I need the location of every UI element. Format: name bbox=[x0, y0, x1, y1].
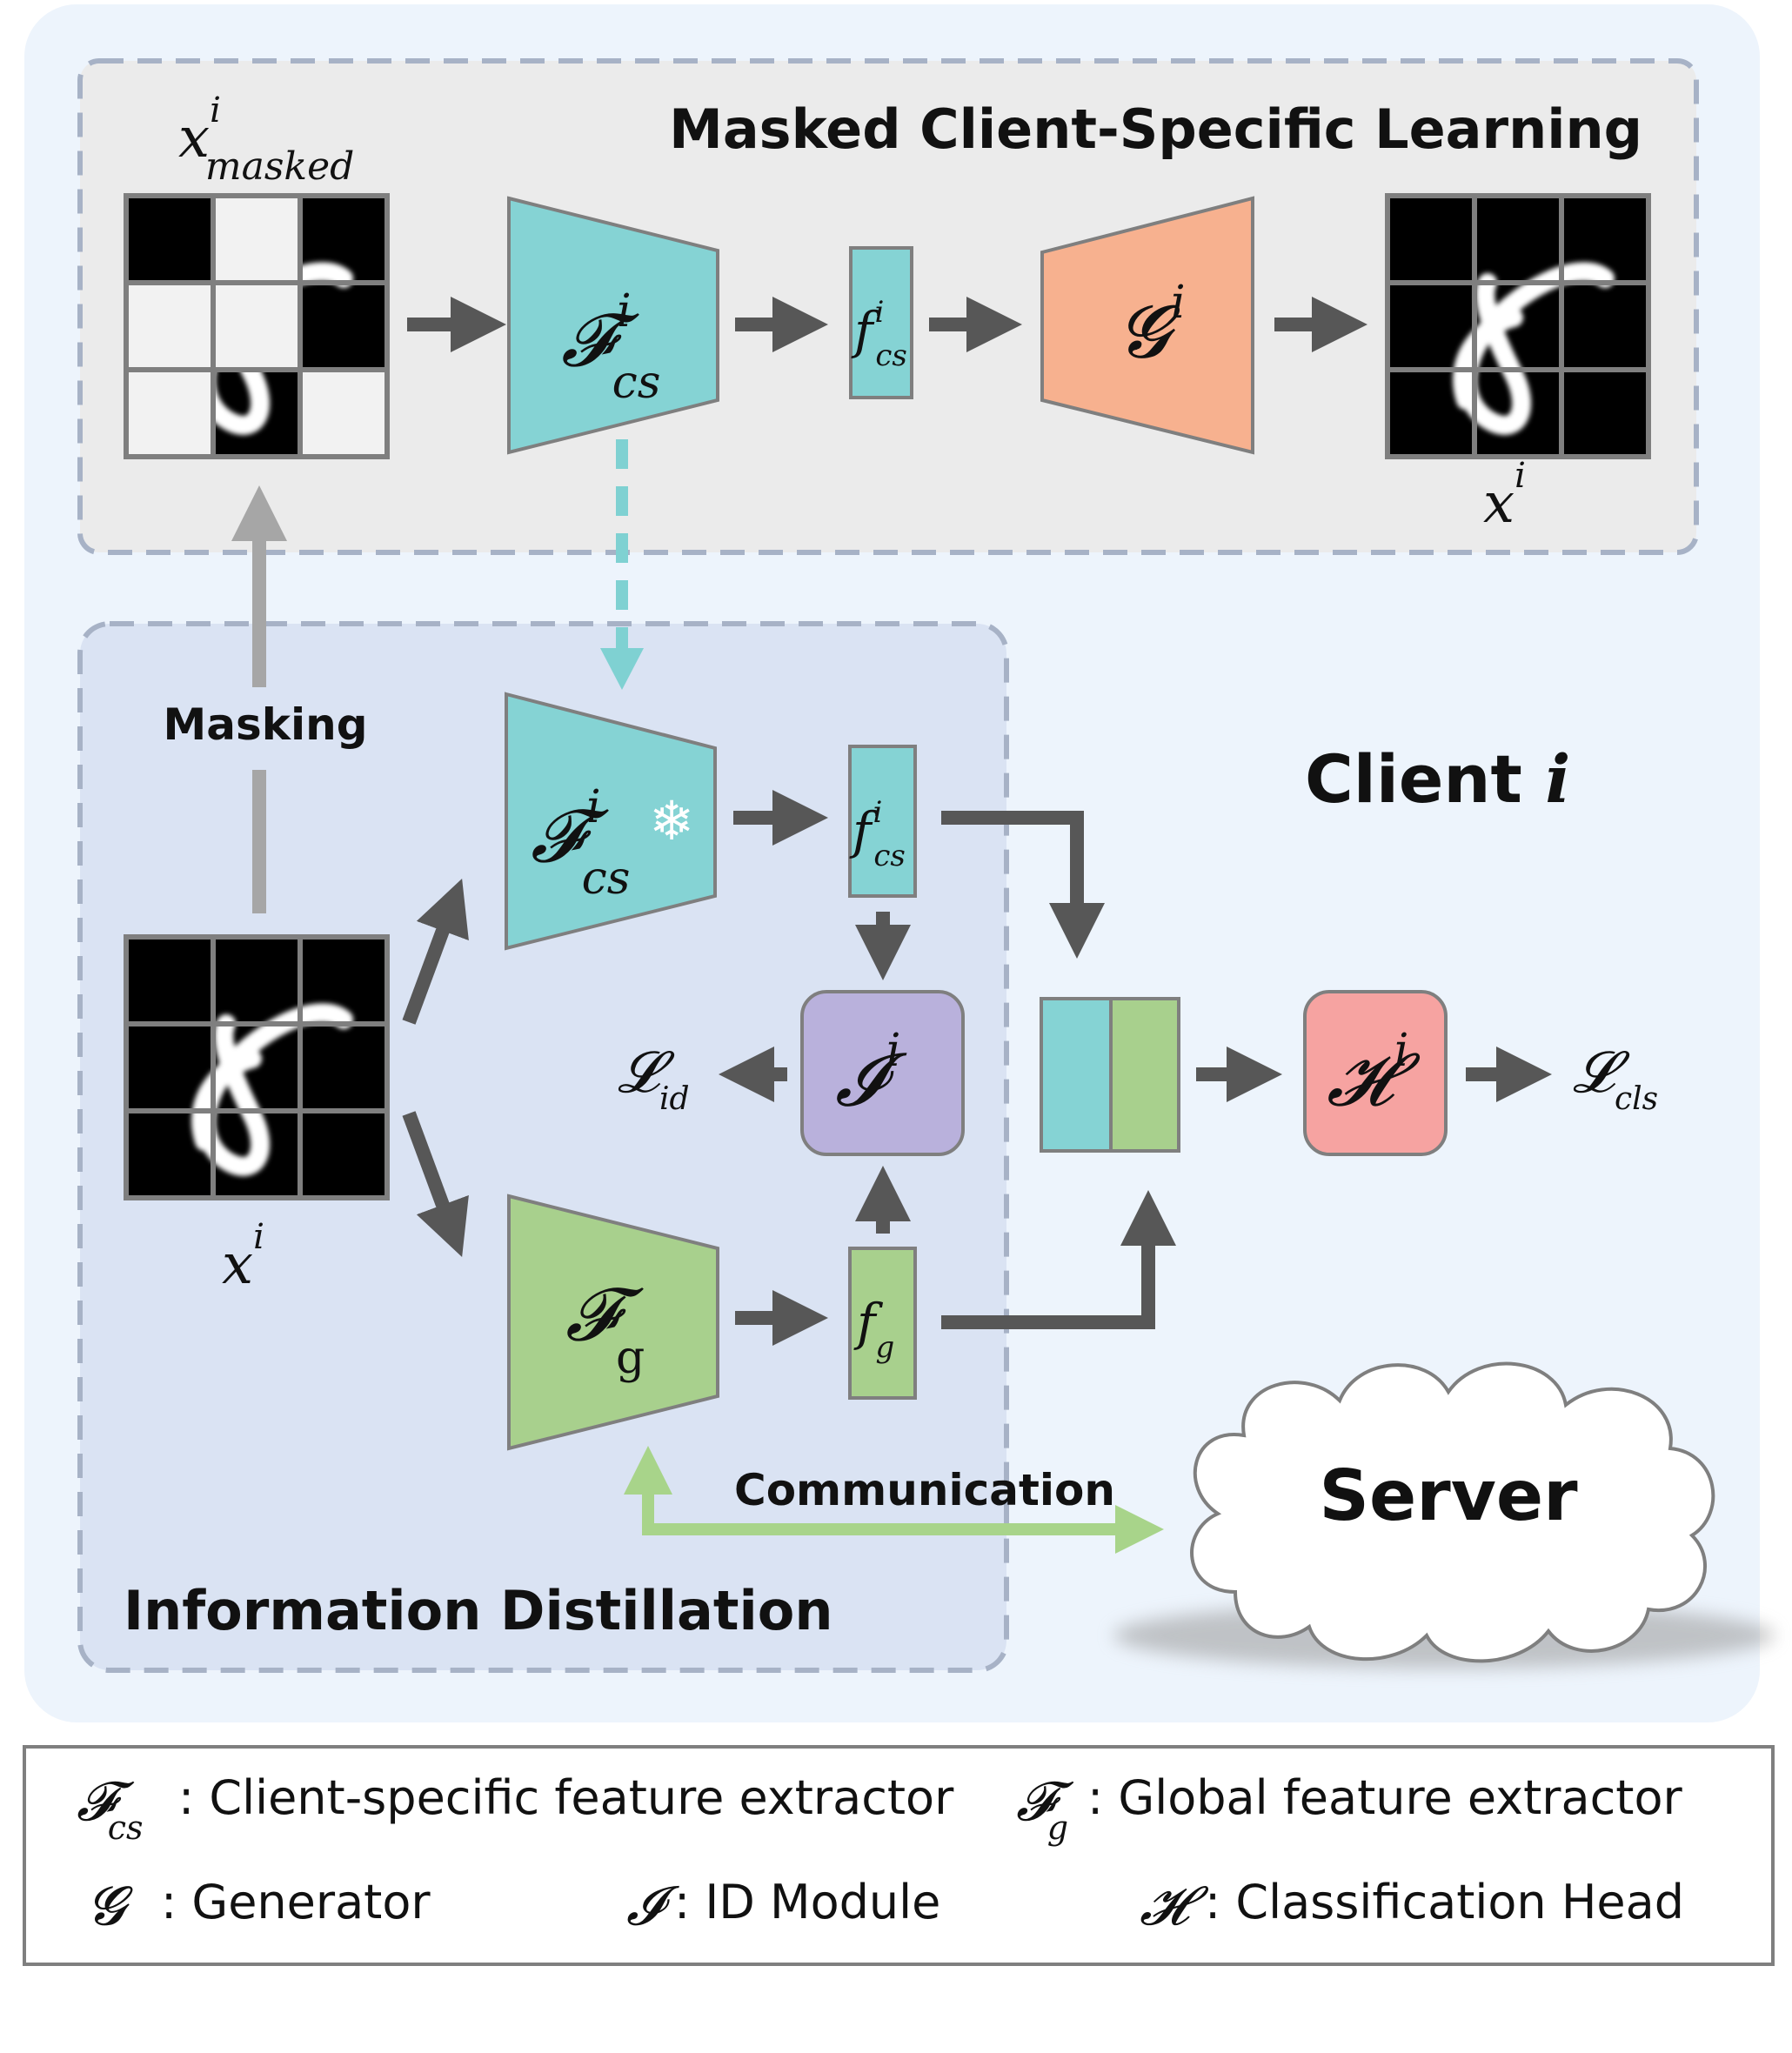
legend-id-text: : ID Module bbox=[674, 1875, 940, 1929]
masked-learning-title: Masked Client-Specific Learning bbox=[669, 97, 1642, 161]
server-label: Server bbox=[1319, 1455, 1578, 1536]
weight-transfer-arrowhead bbox=[600, 648, 644, 690]
x-reconstructed-label: xi bbox=[1483, 456, 1526, 536]
x-input-label: xi bbox=[222, 1217, 264, 1297]
legend-generator-text: : Generator bbox=[161, 1875, 431, 1929]
arrow-input-to-fcs bbox=[402, 878, 469, 1025]
fcs-feature-bottom bbox=[848, 745, 917, 898]
generator bbox=[1040, 196, 1254, 455]
masking-label: Masking bbox=[163, 699, 367, 750]
client-title: Client i bbox=[1305, 740, 1570, 818]
fcs-feature-top bbox=[849, 246, 913, 399]
legend-fcs-text: : Client-specific feature extractor bbox=[178, 1770, 954, 1825]
legend-head-text: : Classification Head bbox=[1205, 1875, 1684, 1929]
fg-encoder bbox=[507, 1194, 719, 1451]
communication-label: Communication bbox=[734, 1465, 1115, 1515]
concat-feature-cs bbox=[1040, 997, 1113, 1153]
fcs-encoder-frozen bbox=[505, 692, 717, 951]
legend-item-id: 𝓘 : ID Module bbox=[626, 1874, 940, 1937]
legend-item-generator: 𝓖 : Generator bbox=[87, 1874, 431, 1937]
input-image bbox=[124, 934, 390, 1200]
legend-item-head: 𝓗 : Classification Head bbox=[1140, 1874, 1684, 1937]
communication-arrow bbox=[624, 1446, 1164, 1554]
info-distillation-panel bbox=[77, 621, 1009, 1673]
cloud-icon bbox=[1113, 1361, 1775, 1668]
info-distillation-title: Information Distillation bbox=[124, 1579, 832, 1642]
legend-box bbox=[23, 1745, 1775, 1966]
legend-fg-text: : Global feature extractor bbox=[1087, 1770, 1683, 1825]
fg-feature bbox=[848, 1247, 917, 1400]
classification-head bbox=[1303, 990, 1448, 1156]
concat-feature-g bbox=[1109, 997, 1180, 1153]
fcs-encoder-top bbox=[507, 196, 719, 455]
arrow-fg-feature-to-concat bbox=[941, 1190, 1176, 1329]
masked-image bbox=[124, 193, 390, 459]
snowflake-icon: ❄ bbox=[649, 789, 694, 853]
arrow-fcs-feature-to-concat bbox=[941, 811, 1105, 959]
legend-item-fg: 𝓕g : Global feature extractor bbox=[1016, 1769, 1683, 1847]
arrow-input-to-fg bbox=[402, 1111, 469, 1258]
reconstructed-image bbox=[1385, 193, 1651, 459]
id-module bbox=[800, 990, 965, 1156]
